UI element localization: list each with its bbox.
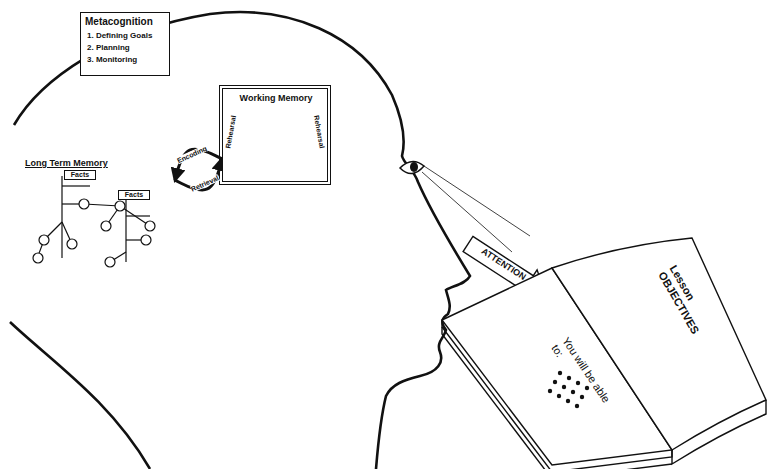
flow-label: Retrieval xyxy=(190,174,220,193)
box-heading: Metacognition xyxy=(85,16,169,28)
box-heading: Working Memory xyxy=(223,93,329,103)
flow-label: Encoding xyxy=(176,145,208,165)
sight-line xyxy=(424,166,530,236)
book-edge xyxy=(672,400,766,464)
fact-tag: Facts xyxy=(64,170,96,180)
fact-tag: Facts xyxy=(118,190,150,200)
long-term-memory-area: Long Term Memory xyxy=(25,158,175,270)
list-item: 1. Defining Goals xyxy=(87,31,169,40)
bullet-dot xyxy=(557,394,561,398)
book-edge xyxy=(552,238,766,450)
head-outline xyxy=(14,12,470,469)
bullet-dot xyxy=(575,404,579,408)
bullet-dot xyxy=(558,371,562,375)
book-edge xyxy=(442,327,672,469)
metacognition-box: Metacognition 1. Defining Goals 2. Plannin… xyxy=(80,12,170,76)
pupil xyxy=(410,162,418,172)
memory-network xyxy=(33,176,155,267)
book-page: Lesson OBJECTIVESYou will be able to: xyxy=(430,235,769,469)
list-item: 3. Monitoring xyxy=(87,55,169,64)
working-memory-box: Working Memory xyxy=(222,88,328,182)
book-outline xyxy=(430,235,769,469)
bullet-dot xyxy=(566,399,570,403)
eye xyxy=(400,161,424,173)
bullet-dot xyxy=(548,389,552,393)
head-back xyxy=(10,322,150,469)
bullet-dot xyxy=(562,385,566,389)
book-edge xyxy=(442,320,672,469)
bullet-dot xyxy=(571,390,575,394)
list-item: 2. Planning xyxy=(87,43,169,52)
bullet-dot xyxy=(553,380,557,384)
area-heading: Long Term Memory xyxy=(25,158,145,168)
sight-line xyxy=(422,172,512,252)
attention-label: ATTENTION xyxy=(469,240,538,290)
